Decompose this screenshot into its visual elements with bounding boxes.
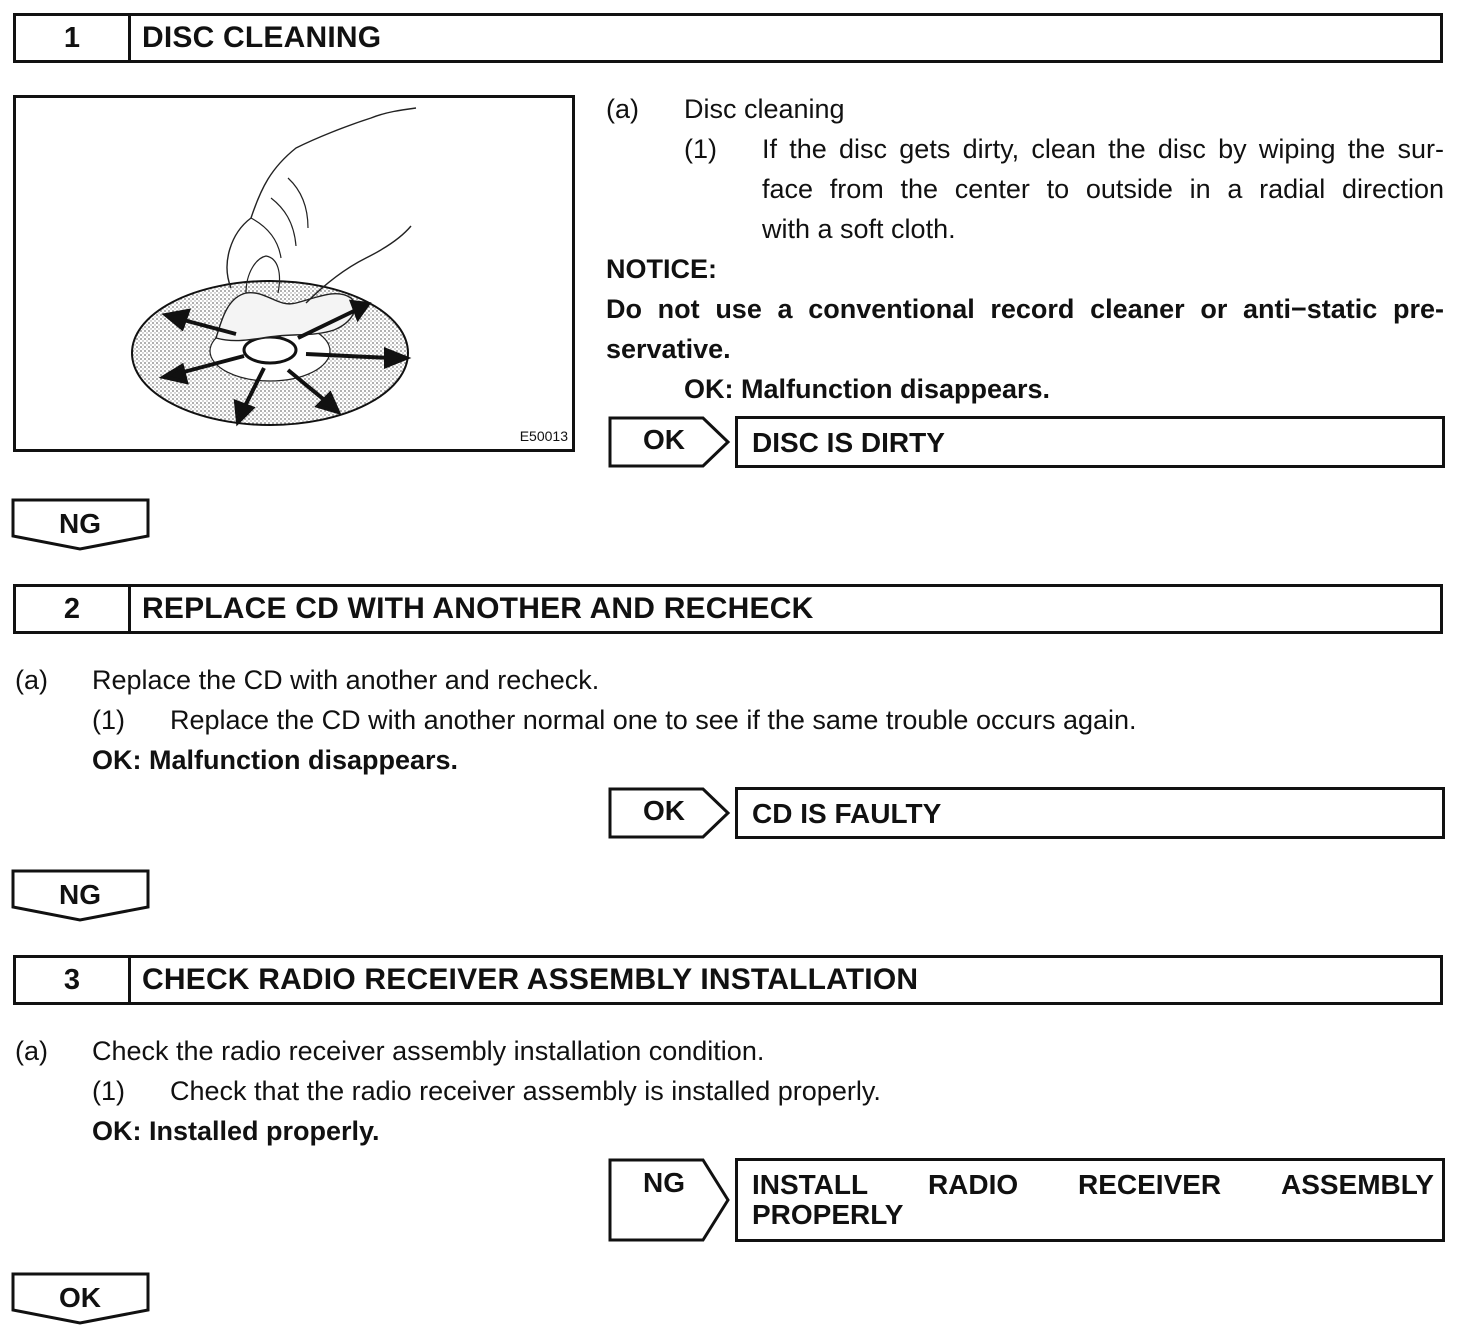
result-box: DISC IS DIRTY <box>735 416 1445 468</box>
step-1-header: 1 DISC CLEANING <box>13 13 1443 63</box>
sub-item-line: If the disc gets dirty, clean the disc b… <box>762 134 1444 164</box>
down-arrow-shape <box>11 869 150 922</box>
sub-item-label: (1) <box>92 1076 125 1106</box>
down-arrow-shape <box>11 498 150 551</box>
sub-item-label: (1) <box>92 705 125 735</box>
step-2-header: 2 REPLACE CD WITH ANOTHER AND RECHECK <box>13 584 1443 634</box>
notice-line: servative. <box>606 334 731 364</box>
step-number: 2 <box>16 587 131 631</box>
result-word: RECEIVER <box>1078 1169 1222 1200</box>
result-word: ASSEMBLY <box>1280 1169 1434 1200</box>
item-a-label: (a) <box>15 665 48 695</box>
result-text-line-1: INSTALL RADIO RECEIVER ASSEMBLY <box>752 1169 1434 1201</box>
down-arrow-shape <box>11 1272 150 1325</box>
ok-arrow-shape <box>608 787 731 839</box>
sub-item-text: Replace the CD with another normal one t… <box>170 705 1137 735</box>
item-a-text: Check the radio receiver assembly instal… <box>92 1036 765 1066</box>
figure-code: E50013 <box>519 428 568 444</box>
result-label: OK <box>643 795 685 826</box>
ng-arrow-shape <box>608 1158 730 1242</box>
notice-title: NOTICE: <box>606 254 717 284</box>
result-box: CD IS FAULTY <box>735 787 1445 839</box>
step-title: DISC CLEANING <box>142 21 382 54</box>
result-text-line-2: PROPERLY <box>752 1199 904 1230</box>
result-text: DISC IS DIRTY <box>752 427 945 458</box>
result-word: INSTALL <box>752 1169 869 1200</box>
result-box: INSTALL RADIO RECEIVER ASSEMBLY PROPERLY <box>735 1158 1445 1242</box>
result-label: NG <box>643 1167 685 1198</box>
disc-cleaning-figure: E50013 <box>13 95 575 452</box>
step-title: CHECK RADIO RECEIVER ASSEMBLY INSTALLATI… <box>142 963 919 996</box>
sub-item-line: face from the center to outside in a rad… <box>762 174 1444 204</box>
result-text: CD IS FAULTY <box>752 798 942 829</box>
next-label: NG <box>59 508 101 539</box>
next-label: OK <box>59 1282 101 1313</box>
item-a-text: Disc cleaning <box>684 94 845 124</box>
result-label: OK <box>643 424 685 455</box>
item-a-label: (a) <box>606 94 639 124</box>
step-title: REPLACE CD WITH ANOTHER AND RECHECK <box>142 592 814 625</box>
next-label: NG <box>59 879 101 910</box>
ok-arrow-shape <box>608 416 731 468</box>
result-word: RADIO <box>927 1169 1019 1200</box>
disc-cleaning-illustration <box>131 107 417 427</box>
item-a-label: (a) <box>15 1036 48 1066</box>
step-number: 3 <box>16 958 131 1002</box>
step-number: 1 <box>16 16 131 60</box>
sub-item-label: (1) <box>684 134 717 164</box>
item-a-text: Replace the CD with another and recheck. <box>92 665 600 695</box>
sub-item-line: with a soft cloth. <box>762 214 956 244</box>
ok-criteria: OK: Malfunction disappears. <box>684 374 1051 404</box>
ok-criteria: OK: Malfunction disappears. <box>92 745 459 775</box>
notice-line: Do not use a conventional record cleaner… <box>606 294 1444 324</box>
sub-item-text: Check that the radio receiver assembly i… <box>170 1076 881 1106</box>
ok-criteria: OK: Installed properly. <box>92 1116 380 1146</box>
step-3-header: 3 CHECK RADIO RECEIVER ASSEMBLY INSTALLA… <box>13 955 1443 1005</box>
